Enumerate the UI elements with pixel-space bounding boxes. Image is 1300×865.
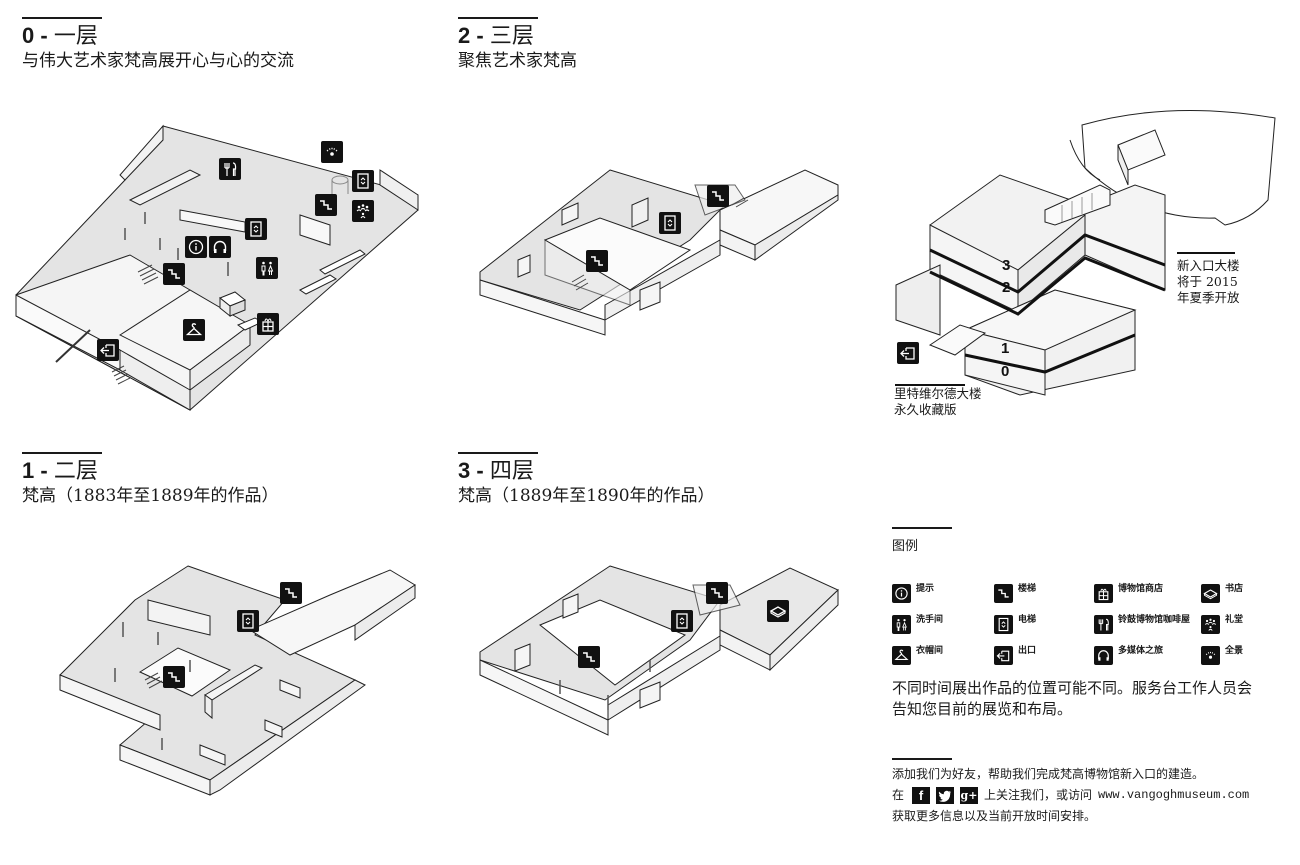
floor-subtitle: 梵高（1889年至1890年的作品） xyxy=(458,486,715,506)
floor-0-header: 0 - 一层 与伟大艺术家梵高展开心与心的交流 xyxy=(22,17,294,72)
panorama-icon[interactable] xyxy=(321,141,343,163)
floor-number: 2 xyxy=(458,23,471,48)
legend-title: 图例 xyxy=(892,539,919,554)
floor-subtitle: 聚焦艺术家梵高 xyxy=(458,51,577,71)
social-line-3: 获取更多信息以及当前开放时间安排。 xyxy=(892,809,1097,823)
legend-item-exit: 出口 xyxy=(994,646,1094,666)
floor-2-header: 2 - 三层 聚焦艺术家梵高 xyxy=(458,17,577,72)
social-line-1: 添加我们为好友，帮助我们完成梵高博物馆新入口的建造。 xyxy=(892,767,1205,781)
legend-item-stairs: 楼梯 xyxy=(994,584,1094,604)
legend-grid: 提示 楼梯 博物馆商店 书店 洗手间 电梯 铃鼓博物馆咖啡屋 礼堂 衣帽间 出口… xyxy=(892,584,1262,666)
rietveld-label: 里特维尔德大楼 永久收藏版 xyxy=(894,386,982,417)
floor-2-plan[interactable] xyxy=(0,0,860,340)
elevator-icon[interactable] xyxy=(659,212,681,234)
floor-name: 二层 xyxy=(53,459,98,484)
floor-number: 0 xyxy=(22,23,35,48)
stairs-icon[interactable] xyxy=(280,582,302,604)
elevator-icon[interactable] xyxy=(237,610,259,632)
stairs-icon xyxy=(994,584,1013,603)
auditorium-icon xyxy=(1201,615,1220,634)
floor-name: 四层 xyxy=(489,459,534,484)
floor-subtitle: 与伟大艺术家梵高展开心与心的交流 xyxy=(22,51,294,71)
restaurant-icon xyxy=(1094,615,1113,634)
floor-title: 0 - 一层 xyxy=(22,23,98,49)
restaurant-icon[interactable] xyxy=(219,158,241,180)
floor-3-header: 3 - 四层 梵高（1889年至1890年的作品） xyxy=(458,452,715,507)
shop-icon xyxy=(1094,584,1113,603)
exit-icon xyxy=(994,646,1013,665)
panorama-icon xyxy=(1201,646,1220,665)
twitter-icon[interactable] xyxy=(936,787,955,804)
stairs-icon[interactable] xyxy=(315,194,337,216)
stairs-icon[interactable] xyxy=(707,185,729,207)
layout-note: 不同时间展出作品的位置可能不同。服务台工作人员会告知您目前的展览和布局。 xyxy=(892,679,1253,718)
divider xyxy=(458,452,538,454)
new-wing-label: 新入口大楼 将于 2015 年夏季开放 xyxy=(1177,258,1240,305)
floor-label-0: 0 xyxy=(1001,363,1009,380)
legend: 图例 提示 楼梯 博物馆商店 书店 洗手间 电梯 铃鼓博物馆咖啡屋 礼堂 衣帽间… xyxy=(892,527,1262,666)
bookshop-icon xyxy=(1201,584,1220,603)
floor-title: 2 - 三层 xyxy=(458,23,534,49)
legend-item-auditorium: 礼堂 xyxy=(1201,615,1261,635)
divider xyxy=(892,527,952,529)
building-overview[interactable]: 3 2 1 0 xyxy=(0,0,1290,400)
exit-icon[interactable] xyxy=(897,342,919,364)
website-link[interactable]: www.vangoghmuseum.com xyxy=(1098,788,1250,802)
legend-item-info: 提示 xyxy=(892,584,994,604)
facebook-icon[interactable]: f xyxy=(912,787,931,804)
elevator-icon[interactable] xyxy=(352,170,374,192)
stairs-icon[interactable] xyxy=(163,263,185,285)
social-block: 添加我们为好友，帮助我们完成梵高博物馆新入口的建造。 在 f g+ 上关注我们，… xyxy=(892,758,1272,827)
info-icon xyxy=(892,584,911,603)
legend-item-cloakroom: 衣帽间 xyxy=(892,646,994,666)
legend-item-audio-tour: 多媒体之旅 xyxy=(1094,646,1201,666)
divider xyxy=(22,17,102,19)
google-plus-icon[interactable]: g+ xyxy=(960,787,979,804)
divider xyxy=(22,452,102,454)
elevator-icon xyxy=(994,615,1013,634)
stairs-icon[interactable] xyxy=(586,250,608,272)
bookshop-icon[interactable] xyxy=(767,600,789,622)
stairs-icon[interactable] xyxy=(163,666,185,688)
audio-tour-icon[interactable] xyxy=(209,236,231,258)
info-icon[interactable] xyxy=(185,236,207,258)
auditorium-icon[interactable] xyxy=(352,200,374,222)
legend-item-bookshop: 书店 xyxy=(1201,584,1261,604)
floor-subtitle: 梵高（1883年至1889年的作品） xyxy=(22,486,279,506)
elevator-icon[interactable] xyxy=(245,218,267,240)
floor-1-header: 1 - 二层 梵高（1883年至1889年的作品） xyxy=(22,452,279,507)
floor-name: 一层 xyxy=(53,24,98,49)
floor-title: 1 - 二层 xyxy=(22,458,98,484)
floor-label-3: 3 xyxy=(1002,257,1010,274)
restroom-icon[interactable] xyxy=(256,257,278,279)
legend-item-cafe: 铃鼓博物馆咖啡屋 xyxy=(1094,615,1201,635)
floor-3-plan[interactable] xyxy=(0,0,860,740)
cloakroom-icon[interactable] xyxy=(183,319,205,341)
floor-title: 3 - 四层 xyxy=(458,458,534,484)
floor-label-2: 2 xyxy=(1002,279,1010,296)
floor-name: 三层 xyxy=(489,24,534,49)
restroom-icon xyxy=(892,615,911,634)
floor-1-plan[interactable] xyxy=(0,0,440,810)
divider xyxy=(458,17,538,19)
stairs-icon[interactable] xyxy=(578,646,600,668)
elevator-icon[interactable] xyxy=(671,610,693,632)
audio-tour-icon xyxy=(1094,646,1113,665)
floor-number: 1 xyxy=(22,458,35,483)
legend-item-restroom: 洗手间 xyxy=(892,615,994,635)
social-line-2: 在 f g+ 上关注我们，或访问 www.vangoghmuseum.com xyxy=(892,785,1272,806)
legend-item-shop: 博物馆商店 xyxy=(1094,584,1201,604)
stairs-icon[interactable] xyxy=(706,582,728,604)
legend-item-elevator: 电梯 xyxy=(994,615,1094,635)
divider xyxy=(892,758,952,760)
shop-icon[interactable] xyxy=(257,313,279,335)
exit-icon[interactable] xyxy=(97,339,119,361)
cloakroom-icon xyxy=(892,646,911,665)
floor-label-1: 1 xyxy=(1001,340,1009,357)
floor-number: 3 xyxy=(458,458,471,483)
legend-item-panorama: 全景 xyxy=(1201,646,1261,666)
